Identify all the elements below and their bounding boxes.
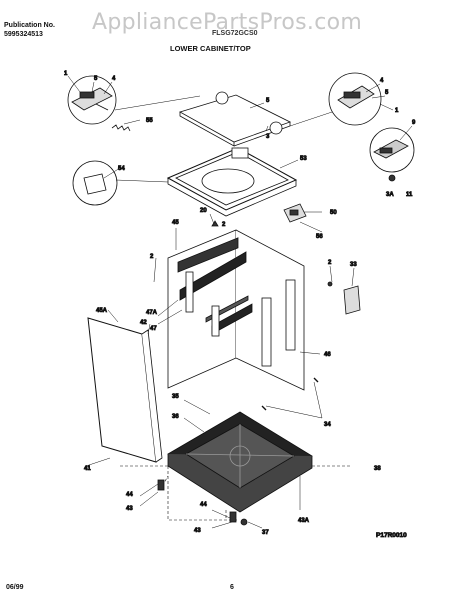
callout-43a: 43A [298,518,310,524]
callout-36: 36 [172,414,179,420]
callout-2-top: 2 [222,222,226,228]
callout-33: 33 [350,262,357,268]
callout-2-left: 2 [150,254,154,260]
callout-37: 37 [262,530,269,536]
callout-4-right: 4 [380,78,384,84]
callout-5-lid: 5 [266,98,270,104]
callout-5-right: 5 [385,90,389,96]
callout-56: 56 [316,234,323,240]
callout-54: 54 [118,166,125,172]
callout-4: 4 [112,76,116,82]
callout-55: 55 [146,118,153,124]
detail-circle-hinge-right [289,72,382,127]
footer-page: 6 [230,584,234,591]
callout-11: 11 [406,192,413,198]
screw-part-20 [211,220,219,227]
leader-lines [67,75,413,529]
callout-42: 42 [140,320,147,326]
callout-43-lower: 43 [194,528,201,534]
callout-53: 53 [300,156,307,162]
base-frame [167,411,313,513]
callout-1-right: 1 [395,108,399,114]
callout-45: 45 [172,220,179,226]
publication-label: Publication No. [4,22,55,29]
detail-circle-switch [369,127,415,182]
part-33 [327,281,361,315]
cabinet-body [167,229,305,391]
footer-date: 06/99 [6,584,24,591]
diagram-code: P17R0010 [376,532,407,539]
section-title: LOWER CABINET/TOP [170,44,251,53]
watermark: AppliancePartsPros.com [92,10,363,35]
leveling-legs [157,377,319,526]
top-lid [178,91,292,147]
publication-number: 5995324513 [4,31,43,38]
callout-50: 50 [330,210,337,216]
model-number: FLSG72GCS0 [212,30,258,37]
callout-45a: 45A [96,308,108,314]
detail-circle-hinge-left [67,75,201,125]
callout-46: 46 [324,352,331,358]
callout-38: 38 [374,466,381,472]
callout-44-lower: 44 [200,502,207,508]
callout-41: 41 [84,466,91,472]
callout-47: 47 [150,326,157,332]
callout-5: 5 [94,76,98,82]
callout-20: 20 [200,208,207,214]
callout-43: 43 [126,506,133,512]
callout-3: 3 [266,134,270,140]
callout-35: 35 [172,394,179,400]
detail-circle-54 [72,160,169,206]
cabinet-top [166,147,298,217]
callout-2-right: 2 [328,260,332,266]
callout-9: 9 [412,120,416,126]
callout-44: 44 [126,492,133,498]
callout-3a: 3A [386,192,394,198]
callout-1: 1 [64,71,68,77]
callout-47a: 47A [146,310,158,316]
callout-34: 34 [324,422,331,428]
spring-part-55 [111,124,131,132]
part-50 [283,203,307,223]
front-panel [87,317,163,463]
